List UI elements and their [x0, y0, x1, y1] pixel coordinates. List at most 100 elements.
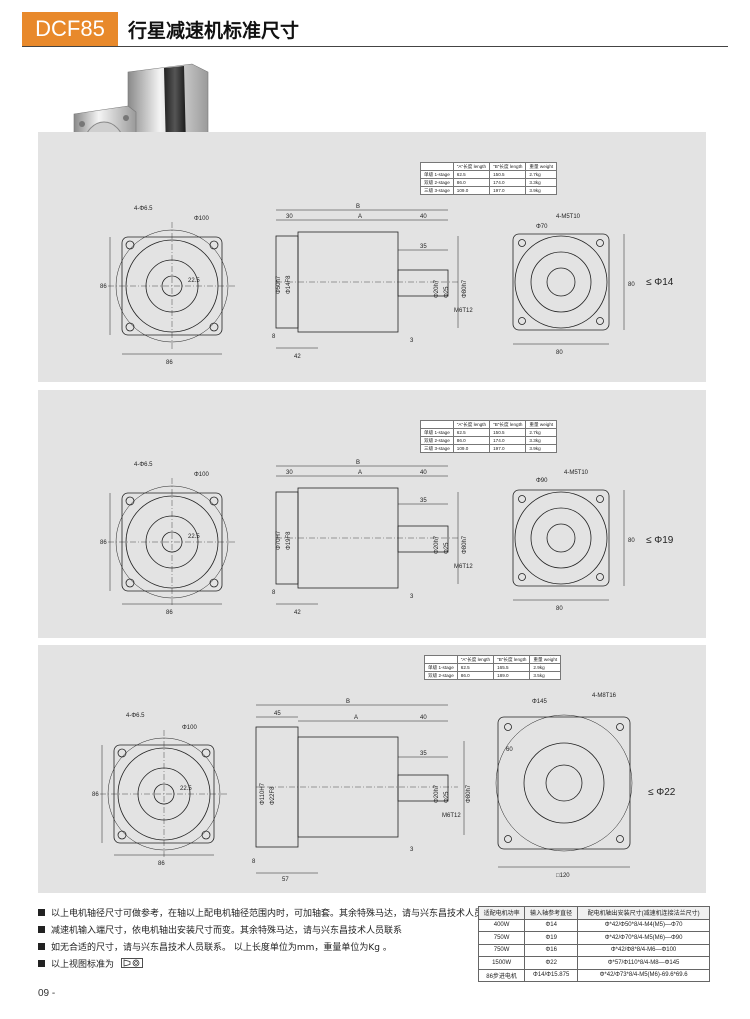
shaft-note-1: ≤ Φ14	[646, 277, 674, 288]
bullet-icon	[38, 909, 45, 916]
dim-pcd: Φ100	[194, 216, 209, 222]
dim-square: 86	[100, 540, 107, 546]
dim-30: 30	[286, 214, 293, 220]
dim-side: 80	[556, 350, 563, 356]
dim-35: 35	[420, 751, 427, 757]
dim-d90: Φ90	[536, 478, 548, 484]
dim-square: 86	[92, 792, 99, 798]
dim-40: 40	[420, 214, 427, 220]
dim-pilot: Φ50h7	[276, 275, 282, 294]
drawing-panel-2: 4-Φ6.5 Φ100 86 86 22.5 B A 30 40 35 8 42…	[38, 390, 706, 638]
shaft-note-3: ≤ Φ22	[648, 787, 676, 798]
bullet-icon	[38, 943, 45, 950]
technical-drawing-1: 4-Φ6.5 Φ100 86 86 22.5 B A 30 40 35 8 42…	[100, 204, 635, 366]
model-tag: DCF85	[22, 12, 118, 46]
dim-42: 42	[294, 354, 301, 360]
dim-35: 35	[420, 244, 427, 250]
dim-d145: Φ145	[532, 699, 547, 705]
notes-list: 以上电机轴径尺寸可做参考，在轴以上配电机轴径范围内时，可加轴套。其余特殊马达，请…	[38, 906, 501, 974]
dim-d70: Φ70	[536, 224, 548, 230]
projection-symbol-icon	[120, 958, 143, 968]
drawing-panel-1: 4-Φ6.5 Φ100 86 86 22.5 B A 30 40 35 8 42…	[38, 132, 706, 382]
dim-shaft: Φ20h7	[434, 279, 440, 298]
dim-8: 8	[252, 859, 256, 865]
page-number: 09 -	[38, 988, 56, 999]
dim-flange: Φ22F8	[270, 786, 276, 805]
note-item: 减速机输入端尺寸，依电机轴出安装尺寸而变。其余特殊马达，请与兴东昌技术人员联系	[38, 923, 478, 940]
dim-b: B	[356, 204, 360, 210]
dim-square-bottom: 86	[166, 610, 173, 616]
dim-flange: Φ14F8	[286, 275, 292, 294]
dim-side: □120	[556, 873, 570, 879]
note-item: 如无合适的尺寸，请与兴东昌技术人员联系。 以上长度单位为mm，重量单位为Kg 。	[38, 940, 478, 957]
dim-pilot: Φ110H7	[260, 782, 266, 805]
dim-42: 42	[294, 610, 301, 616]
dim-bore: 22.5	[188, 534, 200, 540]
dim-tap2: 4-M5T10	[564, 470, 589, 476]
dim-40: 40	[420, 470, 427, 476]
dim-spigot: Φ80h7	[462, 535, 468, 554]
motor-fit-table: 适配电机功率 输入轴参考直径 配电机轴出安装尺寸(减速机连接法兰尺寸) 400W…	[477, 906, 710, 982]
dim-holes: 4-Φ6.5	[134, 462, 153, 468]
dim-3: 3	[410, 847, 414, 853]
title-divider	[22, 46, 728, 47]
dim-holes: 4-Φ6.5	[134, 206, 153, 212]
dim-bore: 22.5	[180, 786, 192, 792]
dim-shaft: Φ20h7	[434, 784, 440, 803]
dim-40: 40	[420, 715, 427, 721]
dim-8: 8	[272, 334, 276, 340]
dim-a: A	[358, 470, 362, 476]
dim-8: 8	[272, 590, 276, 596]
dim-b: B	[356, 460, 360, 466]
page-title: 行星减速机标准尺寸	[128, 20, 300, 42]
dim-a: A	[358, 214, 362, 220]
page-header: DCF85 行星减速机标准尺寸	[0, 0, 750, 50]
dim-tap2: 4-M8T16	[592, 693, 617, 699]
dim-spigot: Φ80h7	[462, 279, 468, 298]
dim-spigot: Φ80h7	[466, 784, 472, 803]
dim-tap: M6T12	[442, 813, 461, 819]
dim-square-bottom: 86	[166, 360, 173, 366]
dim-key: Φ25	[444, 542, 450, 554]
dim-pcd: Φ100	[194, 472, 209, 478]
note-item: 以上视图标准为	[38, 957, 478, 974]
note-item: 以上电机轴径尺寸可做参考，在轴以上配电机轴径范围内时，可加轴套。其余特殊马达，请…	[38, 906, 501, 923]
dim-square: 86	[100, 284, 107, 290]
dim-d60: 60	[506, 747, 513, 753]
dim-flange: Φ19F8	[286, 531, 292, 550]
dim-square-bottom: 86	[158, 861, 165, 867]
technical-drawing-2: 4-Φ6.5 Φ100 86 86 22.5 B A 30 40 35 8 42…	[100, 460, 635, 616]
dim-tap: M6T12	[454, 308, 473, 314]
dim-b: B	[346, 699, 350, 705]
dim-bore: 22.5	[188, 278, 200, 284]
dim-side-h: 80	[628, 538, 635, 544]
dim-3: 3	[410, 594, 414, 600]
bullet-icon	[38, 960, 45, 967]
dim-30: 30	[286, 470, 293, 476]
drawing-panel-3: 4-Φ6.5 Φ100 86 86 22.5 B A 45 40 35 8 57…	[38, 645, 706, 893]
dim-holes: 4-Φ6.5	[126, 713, 145, 719]
dim-key: Φ25	[444, 791, 450, 803]
dim-57: 57	[282, 877, 289, 883]
dim-side: 80	[556, 606, 563, 612]
bullet-icon	[38, 926, 45, 933]
dim-pilot: Φ70H7	[276, 530, 282, 550]
dim-pcd: Φ100	[182, 725, 197, 731]
dim-key: Φ25	[444, 286, 450, 298]
dim-45: 45	[274, 711, 281, 717]
dim-tap: M6T12	[454, 564, 473, 570]
dim-side-h: 80	[628, 282, 635, 288]
dim-tap2: 4-M5T10	[556, 214, 581, 220]
